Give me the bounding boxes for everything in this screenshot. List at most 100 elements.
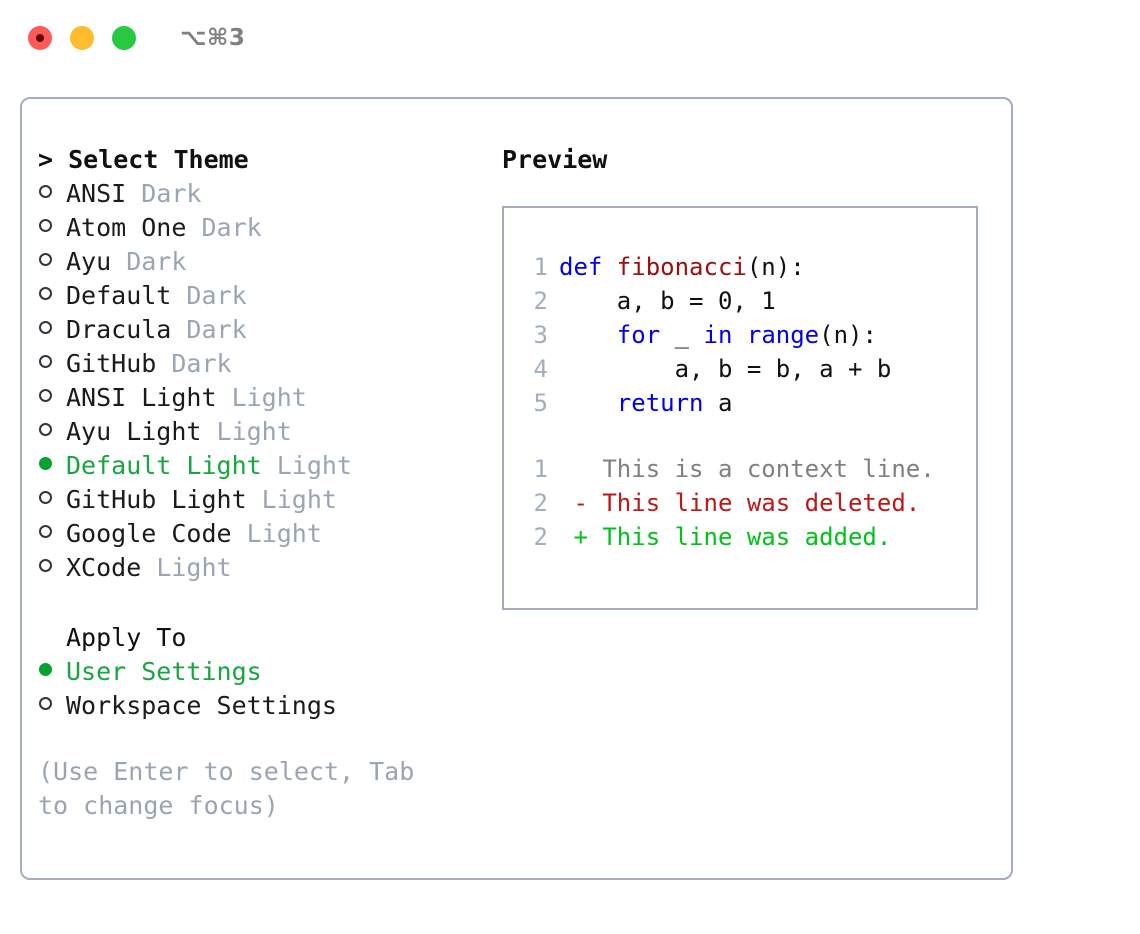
theme-option-10[interactable]: Google Code Light	[38, 517, 478, 551]
radio-circle	[39, 457, 52, 470]
theme-variant-tag: Light	[216, 383, 307, 412]
apply-to-option-0[interactable]: User Settings	[38, 655, 478, 689]
code-text: a, b = b, a + b	[559, 352, 892, 386]
radio-circle	[39, 559, 52, 572]
theme-option-label: Default Light	[66, 451, 262, 480]
radio-circle	[39, 697, 52, 710]
line-number: 5	[533, 389, 548, 417]
window-controls	[28, 26, 136, 50]
token-del: - This line was deleted.	[559, 489, 921, 517]
token-kw: for	[616, 321, 661, 349]
line-number: 3	[533, 321, 548, 349]
code-diff-spacer	[518, 420, 976, 452]
token-pl: (n):	[746, 253, 805, 281]
theme-option-label: GitHub	[66, 349, 157, 378]
token-ctx: This is a context line.	[559, 455, 935, 483]
diff-line-2: 2 + This line was added.	[518, 520, 976, 554]
token-kw: return	[616, 389, 704, 417]
theme-option-label: Default	[66, 281, 172, 310]
radio-circle	[39, 525, 52, 538]
code-text: def fibonacci(n):	[559, 250, 805, 284]
token-pl	[732, 321, 746, 349]
theme-variant-tag: Dark	[171, 315, 247, 344]
code-text: return a	[559, 386, 733, 420]
theme-option-label: XCode	[66, 553, 142, 582]
radio-circle	[39, 321, 52, 334]
token-kw: def	[559, 253, 617, 281]
theme-option-label: Google Code	[66, 519, 232, 548]
radio-circle	[39, 185, 52, 198]
theme-variant-tag: Light	[261, 451, 352, 480]
theme-variant-tag: Light	[141, 553, 232, 582]
code-line-2: 3 for _ in range(n):	[518, 318, 976, 352]
apply-to-option-1[interactable]: Workspace Settings	[38, 689, 478, 723]
minimize-button[interactable]	[70, 26, 94, 50]
theme-option-0[interactable]: ANSI Dark	[38, 177, 478, 211]
apply-to-option-label: Workspace Settings	[66, 691, 337, 720]
theme-option-1[interactable]: Atom One Dark	[38, 211, 478, 245]
token-pl: _	[660, 321, 704, 349]
code-text: This is a context line.	[559, 452, 935, 486]
theme-option-label: Dracula	[66, 315, 172, 344]
theme-variant-tag: Dark	[126, 179, 202, 208]
theme-variant-tag: Dark	[186, 213, 262, 242]
theme-option-label: ANSI	[66, 179, 127, 208]
code-line-0: 1 def fibonacci(n):	[518, 250, 976, 284]
line-number: 1	[533, 455, 548, 483]
theme-variant-tag: Dark	[156, 349, 232, 378]
theme-variant-tag: Light	[201, 417, 292, 446]
token-kw: range	[746, 321, 820, 349]
theme-option-7[interactable]: Ayu Light Light	[38, 415, 478, 449]
close-button[interactable]	[28, 26, 52, 50]
token-pl: a, b = 0, 1	[559, 287, 776, 315]
theme-variant-tag: Dark	[111, 247, 187, 276]
theme-option-label: Ayu	[66, 247, 112, 276]
theme-option-6[interactable]: ANSI Light Light	[38, 381, 478, 415]
apply-to-option-label: User Settings	[66, 657, 262, 686]
theme-option-5[interactable]: GitHub Dark	[38, 347, 478, 381]
theme-variant-tag: Dark	[171, 281, 247, 310]
radio-circle	[39, 219, 52, 232]
theme-option-4[interactable]: Dracula Dark	[38, 313, 478, 347]
code-text: + This line was added.	[559, 520, 891, 554]
shortcut-label: ⌥⌘3	[180, 25, 246, 51]
maximize-button[interactable]	[112, 26, 136, 50]
token-pl: (n):	[819, 321, 877, 349]
recording-indicator-icon	[36, 34, 44, 42]
radio-circle	[39, 491, 52, 504]
token-pl: a, b = b, a + b	[559, 355, 892, 383]
token-add: + This line was added.	[559, 523, 892, 551]
diff-line-0: 1 This is a context line.	[518, 452, 976, 486]
line-number: 2	[533, 523, 548, 551]
theme-option-3[interactable]: Default Dark	[38, 279, 478, 313]
section-spacer	[38, 585, 478, 621]
theme-variant-tag: Light	[246, 485, 337, 514]
token-pl	[559, 389, 617, 417]
token-pl: a	[703, 389, 733, 417]
theme-option-11[interactable]: XCode Light	[38, 551, 478, 585]
radio-circle	[39, 253, 52, 266]
keyboard-hint: (Use Enter to select, Tab to change focu…	[38, 757, 430, 820]
theme-option-8[interactable]: Default Light Light	[38, 449, 478, 483]
radio-circle	[39, 355, 52, 368]
theme-variant-tag: Light	[231, 519, 322, 548]
token-fn: fibonacci	[616, 253, 747, 281]
code-line-1: 2 a, b = 0, 1	[518, 284, 976, 318]
line-number: 2	[533, 287, 548, 315]
theme-option-label: Atom One	[66, 213, 187, 242]
code-line-3: 4 a, b = b, a + b	[518, 352, 976, 386]
select-theme-heading: > Select Theme	[38, 145, 249, 174]
theme-option-label: Ayu Light	[66, 417, 202, 446]
theme-option-2[interactable]: Ayu Dark	[38, 245, 478, 279]
theme-option-9[interactable]: GitHub Light Light	[38, 483, 478, 517]
line-number: 2	[533, 489, 548, 517]
line-number: 1	[533, 253, 548, 281]
